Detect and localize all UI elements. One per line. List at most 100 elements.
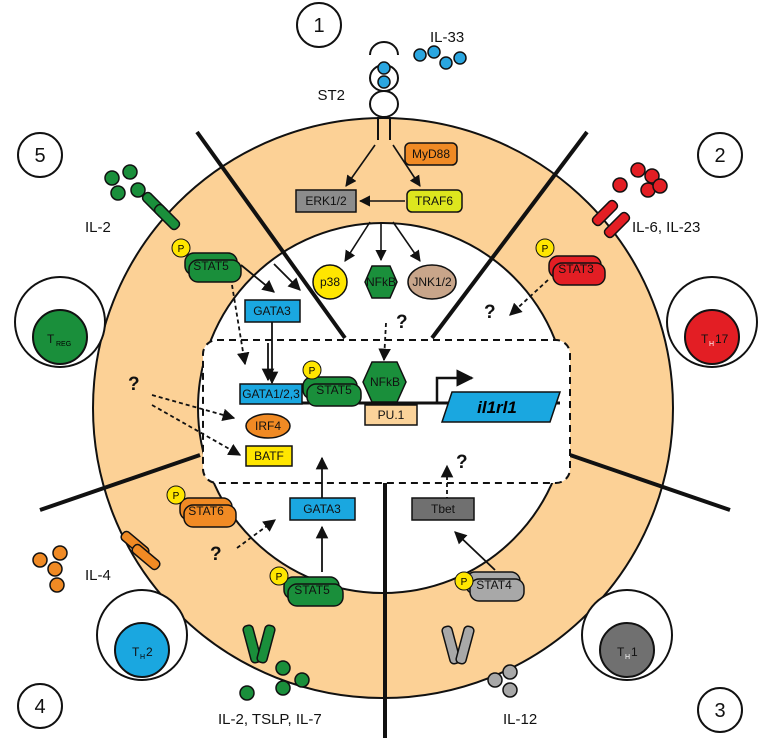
myd88-box: MyD88 xyxy=(404,142,458,166)
il2-receptor-icon xyxy=(141,191,181,231)
svg-text:JNK1/2: JNK1/2 xyxy=(412,275,452,289)
th1-cell-icon: T H 1 xyxy=(581,589,673,681)
svg-text:REG: REG xyxy=(56,341,71,348)
svg-text:T: T xyxy=(132,645,140,659)
stat5-section5: STAT5 P xyxy=(171,238,242,283)
batf-box: BATF xyxy=(245,445,293,467)
il2-label-section5: IL-2 xyxy=(85,219,111,236)
stat5-nucleus: STAT5 P xyxy=(302,360,362,407)
svg-text:il1rl1: il1rl1 xyxy=(477,398,517,417)
stat4-to-tbet-arrow xyxy=(454,531,496,571)
st2-receptor-icon xyxy=(369,41,399,140)
svg-text:P: P xyxy=(276,572,283,583)
th2-cell-icon: T H 2 xyxy=(96,589,188,681)
svg-text:GATA3: GATA3 xyxy=(303,502,341,516)
cascade-arrows xyxy=(261,144,421,382)
unknown-stat3: ? xyxy=(484,302,496,323)
stat5-section4: STAT5 P xyxy=(269,566,344,607)
il6-il23-ligands xyxy=(612,162,668,198)
svg-text:4: 4 xyxy=(34,696,45,718)
il12-receptor-icon xyxy=(441,625,475,665)
th17-cell-icon: T H 17 xyxy=(666,276,758,368)
sector-dividers xyxy=(39,130,731,738)
il2-tslp-il7-receptor-icon xyxy=(242,624,276,664)
il1rl1-gene: il1rl1 xyxy=(440,391,562,423)
svg-text:Tbet: Tbet xyxy=(431,502,456,516)
svg-text:MyD88: MyD88 xyxy=(412,147,450,161)
svg-text:T: T xyxy=(47,332,55,346)
il12-ligands xyxy=(487,664,518,698)
svg-text:P: P xyxy=(542,244,549,255)
svg-text:1: 1 xyxy=(631,645,638,659)
unknown-irf4-batf: ? xyxy=(128,374,140,395)
promoter-arrow xyxy=(435,369,474,403)
stat6: STAT6 P xyxy=(166,485,237,528)
svg-text:H: H xyxy=(709,341,714,348)
nfkb-nucleus: NFkB xyxy=(362,361,407,403)
svg-text:STAT6: STAT6 xyxy=(188,504,224,518)
svg-text:T: T xyxy=(701,332,709,346)
il33-bound-ligand xyxy=(377,75,391,89)
tbet-box: Tbet xyxy=(411,497,475,521)
il33-ligands xyxy=(413,45,467,70)
jnk-node: JNK1/2 xyxy=(407,264,457,300)
section-1-number: 1 xyxy=(296,2,342,48)
il6-receptor-icon xyxy=(591,199,631,239)
unknown-stat6: ? xyxy=(210,544,222,565)
unknown-tbet: ? xyxy=(456,452,468,473)
traf6-box: TRAF6 xyxy=(406,189,463,213)
svg-text:H: H xyxy=(140,654,145,661)
nfkb-cytoplasm: NFkB xyxy=(364,265,398,299)
svg-text:P: P xyxy=(178,244,185,255)
erk-box: ERK1/2 xyxy=(295,189,357,213)
gata3-lower: GATA3 xyxy=(289,497,356,521)
section-3-number: 3 xyxy=(697,687,743,733)
svg-text:2: 2 xyxy=(714,145,725,167)
svg-text:STAT4: STAT4 xyxy=(476,578,512,592)
il4-ligands xyxy=(32,545,68,593)
il6-il23-label: IL-6, IL-23 xyxy=(632,219,700,236)
svg-text:GATA3: GATA3 xyxy=(253,304,291,318)
gata123-box: GATA1/2,3 xyxy=(239,383,303,405)
svg-text:STAT5: STAT5 xyxy=(193,259,229,273)
dotted-arrows xyxy=(151,279,549,549)
svg-text:17: 17 xyxy=(715,332,729,346)
svg-text:3: 3 xyxy=(714,700,725,722)
svg-text:TRAF6: TRAF6 xyxy=(415,194,453,208)
gata3-upper: GATA3 xyxy=(244,299,301,323)
svg-text:P: P xyxy=(309,366,316,377)
svg-text:NFkB: NFkB xyxy=(366,275,396,289)
stat4: STAT4 P xyxy=(454,571,525,602)
il2-tslp-il7-label: IL-2, TSLP, IL-7 xyxy=(218,711,322,728)
section-4-number: 4 xyxy=(17,683,63,729)
irf4-node: IRF4 xyxy=(245,413,291,439)
svg-text:T: T xyxy=(617,645,625,659)
il33-bound-ligand xyxy=(377,61,391,75)
svg-text:STAT5: STAT5 xyxy=(294,583,330,597)
svg-text:ERK1/2: ERK1/2 xyxy=(305,194,347,208)
svg-text:IRF4: IRF4 xyxy=(255,419,281,433)
section-2-number: 2 xyxy=(697,132,743,178)
svg-text:2: 2 xyxy=(146,645,153,659)
svg-text:H: H xyxy=(625,654,630,661)
svg-text:1: 1 xyxy=(313,15,324,37)
unknown-nfkb: ? xyxy=(396,312,408,333)
svg-text:NFkB: NFkB xyxy=(370,375,400,389)
svg-text:BATF: BATF xyxy=(254,449,284,463)
il12-label: IL-12 xyxy=(503,711,537,728)
section-5-number: 5 xyxy=(17,132,63,178)
svg-text:PU.1: PU.1 xyxy=(378,408,405,422)
stat5-to-gata3-arrow xyxy=(240,264,275,293)
svg-text:GATA1/2,3: GATA1/2,3 xyxy=(242,387,300,401)
il2-ligands-section5 xyxy=(104,164,146,201)
svg-text:p38: p38 xyxy=(320,275,340,289)
svg-text:STAT3: STAT3 xyxy=(558,262,594,276)
svg-text:P: P xyxy=(461,577,468,588)
stat3: STAT3 P xyxy=(535,238,606,286)
pu1-box: PU.1 xyxy=(364,404,418,426)
svg-text:STAT5: STAT5 xyxy=(316,383,352,397)
il4-label: IL-4 xyxy=(85,567,111,584)
svg-text:P: P xyxy=(173,491,180,502)
